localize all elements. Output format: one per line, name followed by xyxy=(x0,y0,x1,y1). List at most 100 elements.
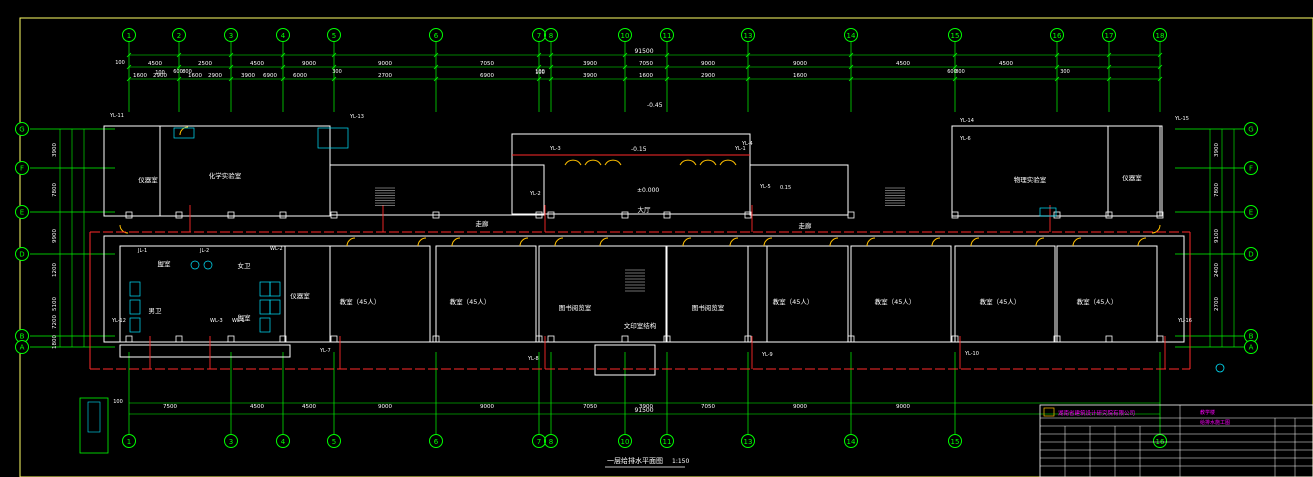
dim-top-row1: 9000 xyxy=(793,61,807,67)
title-block xyxy=(1039,404,1313,477)
dim-top-row1: 9000 xyxy=(378,61,392,67)
room-label-washroom-1: 盥室 xyxy=(158,259,172,268)
axis-label-bottom: 5 xyxy=(332,438,336,446)
dim-left: 1200 xyxy=(52,263,58,277)
axis-label-top: 13 xyxy=(744,32,753,40)
room-chem-lab xyxy=(103,125,331,217)
axis-label-bottom: 3 xyxy=(229,438,233,446)
axis-bubble-top xyxy=(122,28,136,42)
column xyxy=(330,211,338,219)
dim-tick xyxy=(1157,76,1163,82)
dim-top-row2: 1600 xyxy=(188,73,202,79)
dim-tick xyxy=(952,64,958,70)
dim-bottom-row: 9000 xyxy=(896,404,910,410)
drawing-scale: 1:150 xyxy=(672,458,689,465)
toilet-stall xyxy=(129,299,141,315)
column xyxy=(547,335,555,343)
dim-top-row1: 7050 xyxy=(480,61,494,67)
door-arc xyxy=(179,126,189,136)
dim-tick xyxy=(1054,76,1060,82)
dim-top-row2: 2900 xyxy=(208,73,222,79)
dim-tick xyxy=(548,52,554,58)
door-arc xyxy=(554,237,564,247)
axis-bubble-top xyxy=(532,28,546,42)
level-hall: ±0.000 xyxy=(637,187,659,194)
axis-label-bottom: 1 xyxy=(127,438,131,446)
column xyxy=(175,211,183,219)
axis-bubble-bottom xyxy=(429,434,443,448)
pipe-label: YL-16 xyxy=(1177,318,1192,324)
room-label-physics-lab: 物理实验室 xyxy=(1014,175,1047,184)
column xyxy=(227,211,235,219)
axis-label-left: F xyxy=(20,165,24,173)
dim-tick xyxy=(126,52,132,58)
axis-bubble-bottom xyxy=(844,434,858,448)
pipe-label: YL-13 xyxy=(349,114,364,120)
dim-left: 3900 xyxy=(52,143,58,157)
balcony-left xyxy=(119,344,291,358)
room-label-class-5: 教室（45人） xyxy=(980,297,1021,306)
dim-bottom-row: 9000 xyxy=(793,404,807,410)
axis-label-bottom: 8 xyxy=(549,438,553,446)
axis-label-right: F xyxy=(1249,165,1253,173)
dim-tick xyxy=(952,52,958,58)
pipe-label: YL-4 xyxy=(741,141,753,147)
dim-right: 7800 xyxy=(1214,183,1220,197)
dim-top-row2: 6900 xyxy=(263,73,277,79)
dim-tick xyxy=(228,64,234,70)
axis-bubble-top xyxy=(844,28,858,42)
dim-left: 7800 xyxy=(52,183,58,197)
dim-tick xyxy=(228,52,234,58)
dim-top-row1: 9000 xyxy=(701,61,715,67)
axis-bubble-left xyxy=(15,122,29,136)
dim-tick xyxy=(176,52,182,58)
dim-tick xyxy=(952,76,958,82)
dim-tick xyxy=(745,76,751,82)
level-porch: -0.15 xyxy=(631,146,647,153)
room-storage-right xyxy=(1107,125,1161,217)
legend-box xyxy=(79,397,109,454)
dim-bottom-row: 3900 xyxy=(639,404,653,410)
porch xyxy=(594,344,656,376)
axis-label-bottom: 14 xyxy=(847,438,856,446)
dim-tick xyxy=(848,76,854,82)
door-arc xyxy=(451,237,461,247)
door-arc xyxy=(1137,237,1147,247)
dim-left: 5100 xyxy=(52,297,58,311)
dim-bottom-row: 4500 xyxy=(302,404,316,410)
axis-bubble-top xyxy=(1102,28,1116,42)
dim-tick xyxy=(536,52,542,58)
level-side: 0.15 xyxy=(780,185,791,191)
column xyxy=(1053,335,1061,343)
dim-top-row1: 4500 xyxy=(250,61,264,67)
dim-tick xyxy=(1054,52,1060,58)
dim-top-row1: 3900 xyxy=(583,61,597,67)
dim-small: 800 xyxy=(955,69,965,75)
toilet-stall xyxy=(129,317,141,333)
column xyxy=(279,211,287,219)
stairs xyxy=(375,187,905,292)
axis-bubble-bottom xyxy=(1153,434,1167,448)
door-arc-hall xyxy=(584,159,602,166)
level-top: -0.45 xyxy=(647,102,663,109)
dim-top-row2: 2700 xyxy=(378,73,392,79)
toilet-stall xyxy=(269,281,281,297)
axis-bubble-bottom xyxy=(544,434,558,448)
outlet xyxy=(1215,363,1225,373)
axis-bubble-left xyxy=(15,340,29,354)
axis-label-left: B xyxy=(20,333,25,341)
door-arc xyxy=(729,237,739,247)
stair-block-left xyxy=(329,164,545,216)
axis-bubble-bottom xyxy=(660,434,674,448)
room-label-class-3: 教室（45人） xyxy=(773,297,814,306)
classroom-wall xyxy=(747,245,849,343)
axis-label-bottom: 6 xyxy=(434,438,439,446)
axis-label-bottom: 13 xyxy=(744,438,753,446)
column xyxy=(1105,211,1113,219)
axis-label-top: 16 xyxy=(1053,32,1062,40)
drawing-name: 给排水施工图 xyxy=(1200,419,1230,426)
room-label-library-2: 图书阅览室 xyxy=(692,303,725,312)
pipe-label: JL-2 xyxy=(199,248,209,254)
column xyxy=(227,335,235,343)
column xyxy=(432,335,440,343)
